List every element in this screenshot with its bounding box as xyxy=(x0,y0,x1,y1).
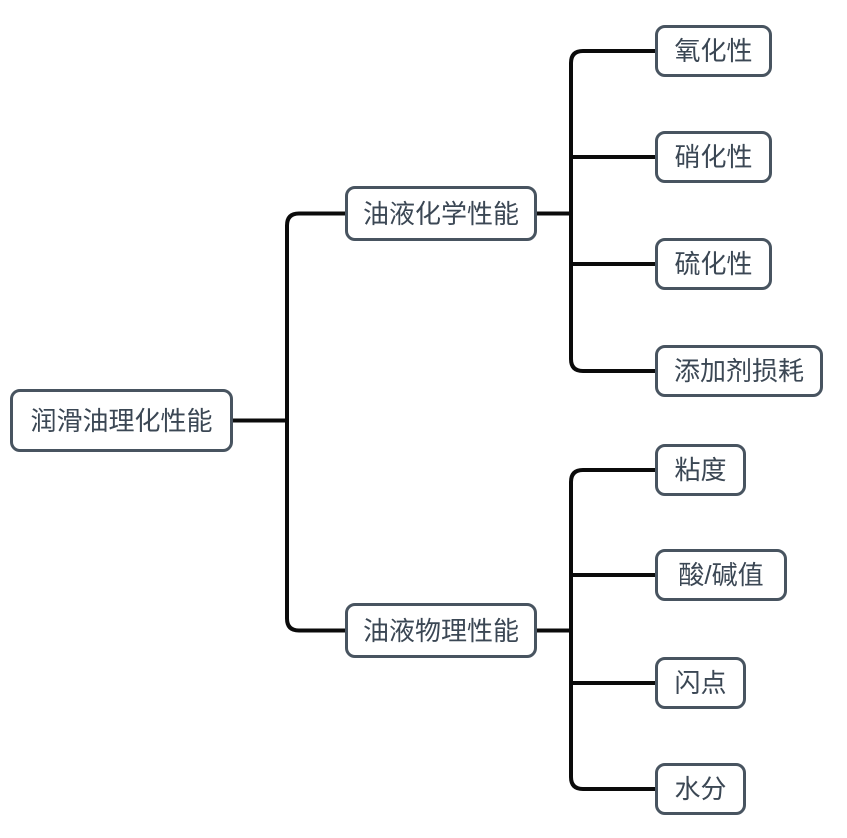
node-leaf-nitration: 硝化性 xyxy=(655,131,772,183)
node-branch-physical: 油液物理性能 xyxy=(345,603,537,658)
node-leaf-oxidation: 氧化性 xyxy=(655,25,772,77)
connector-level1-trunk xyxy=(285,211,345,633)
connector-phys-trunk xyxy=(569,468,655,791)
node-root: 润滑油理化性能 xyxy=(10,389,233,452)
node-leaf-viscosity: 粘度 xyxy=(655,444,746,496)
node-leaf-additive-depletion: 添加剂损耗 xyxy=(655,345,823,397)
node-leaf-flash-point: 闪点 xyxy=(655,657,746,709)
node-leaf-water-content: 水分 xyxy=(655,763,746,815)
node-branch-chemical: 油液化学性能 xyxy=(345,186,537,241)
connector-chem-trunk xyxy=(569,49,655,373)
node-leaf-sulfation: 硫化性 xyxy=(655,238,772,290)
node-leaf-acid-base-number: 酸/碱值 xyxy=(655,549,787,601)
